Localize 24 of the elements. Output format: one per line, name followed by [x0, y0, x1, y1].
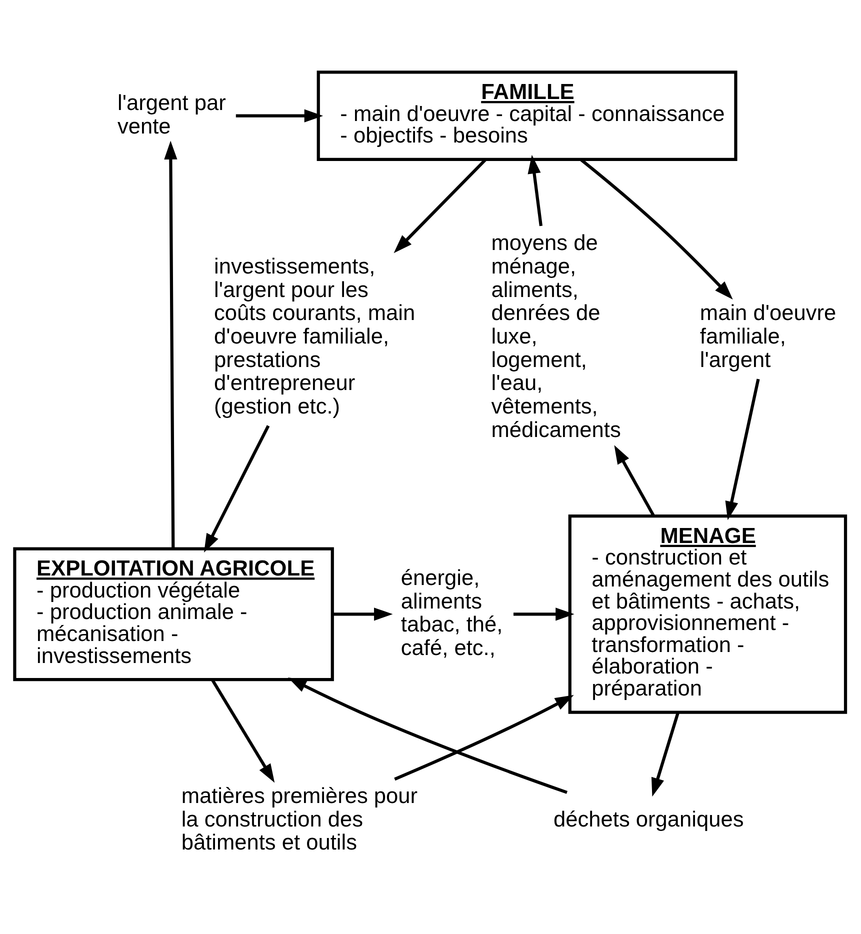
arrow: [614, 445, 655, 516]
node-text: investissements, l'argent pour les coûts courants, main d'oeuvre familiale, prestations d'entrepreneur (gestion etc.): [214, 253, 416, 419]
arrow: [211, 679, 275, 783]
arrow: [528, 154, 542, 226]
arrow: [394, 158, 487, 254]
arrow: [394, 695, 574, 781]
node-text: matières premières pour la construction des bâtiments et outils: [181, 782, 418, 855]
arrow: [236, 109, 324, 122]
node-text: déchets organiques: [554, 806, 744, 832]
arrow: [204, 425, 270, 553]
arrow: [580, 158, 733, 300]
arrow: [651, 712, 680, 797]
arrow: [332, 608, 393, 621]
arrow: [164, 140, 178, 548]
node-box: EXPLOITATION AGRICOLE - production végétale - production animale - mécanisation - investissements: [13, 547, 334, 682]
arrow: [288, 678, 568, 794]
node-box: MENAGE - construction et aménagement des outils et bâtiments - achats, approvisionnement - transformation - élaboration - préparation: [568, 514, 848, 714]
node-text: main d'oeuvre familiale, l'argent: [700, 300, 836, 372]
node-box: FAMILLE - main d'oeuvre - capital - connaissance - objectifs - besoins: [316, 70, 738, 161]
node-text: moyens de ménage, aliments, denrées de luxe, logement, l'eau, vêtements, médicaments: [491, 230, 621, 442]
arrow: [513, 608, 574, 621]
node-text: énergie, aliments tabac, thé, café, etc.,: [400, 564, 503, 660]
arrow: [725, 378, 760, 520]
node-text: l'argent par vente: [117, 90, 226, 138]
